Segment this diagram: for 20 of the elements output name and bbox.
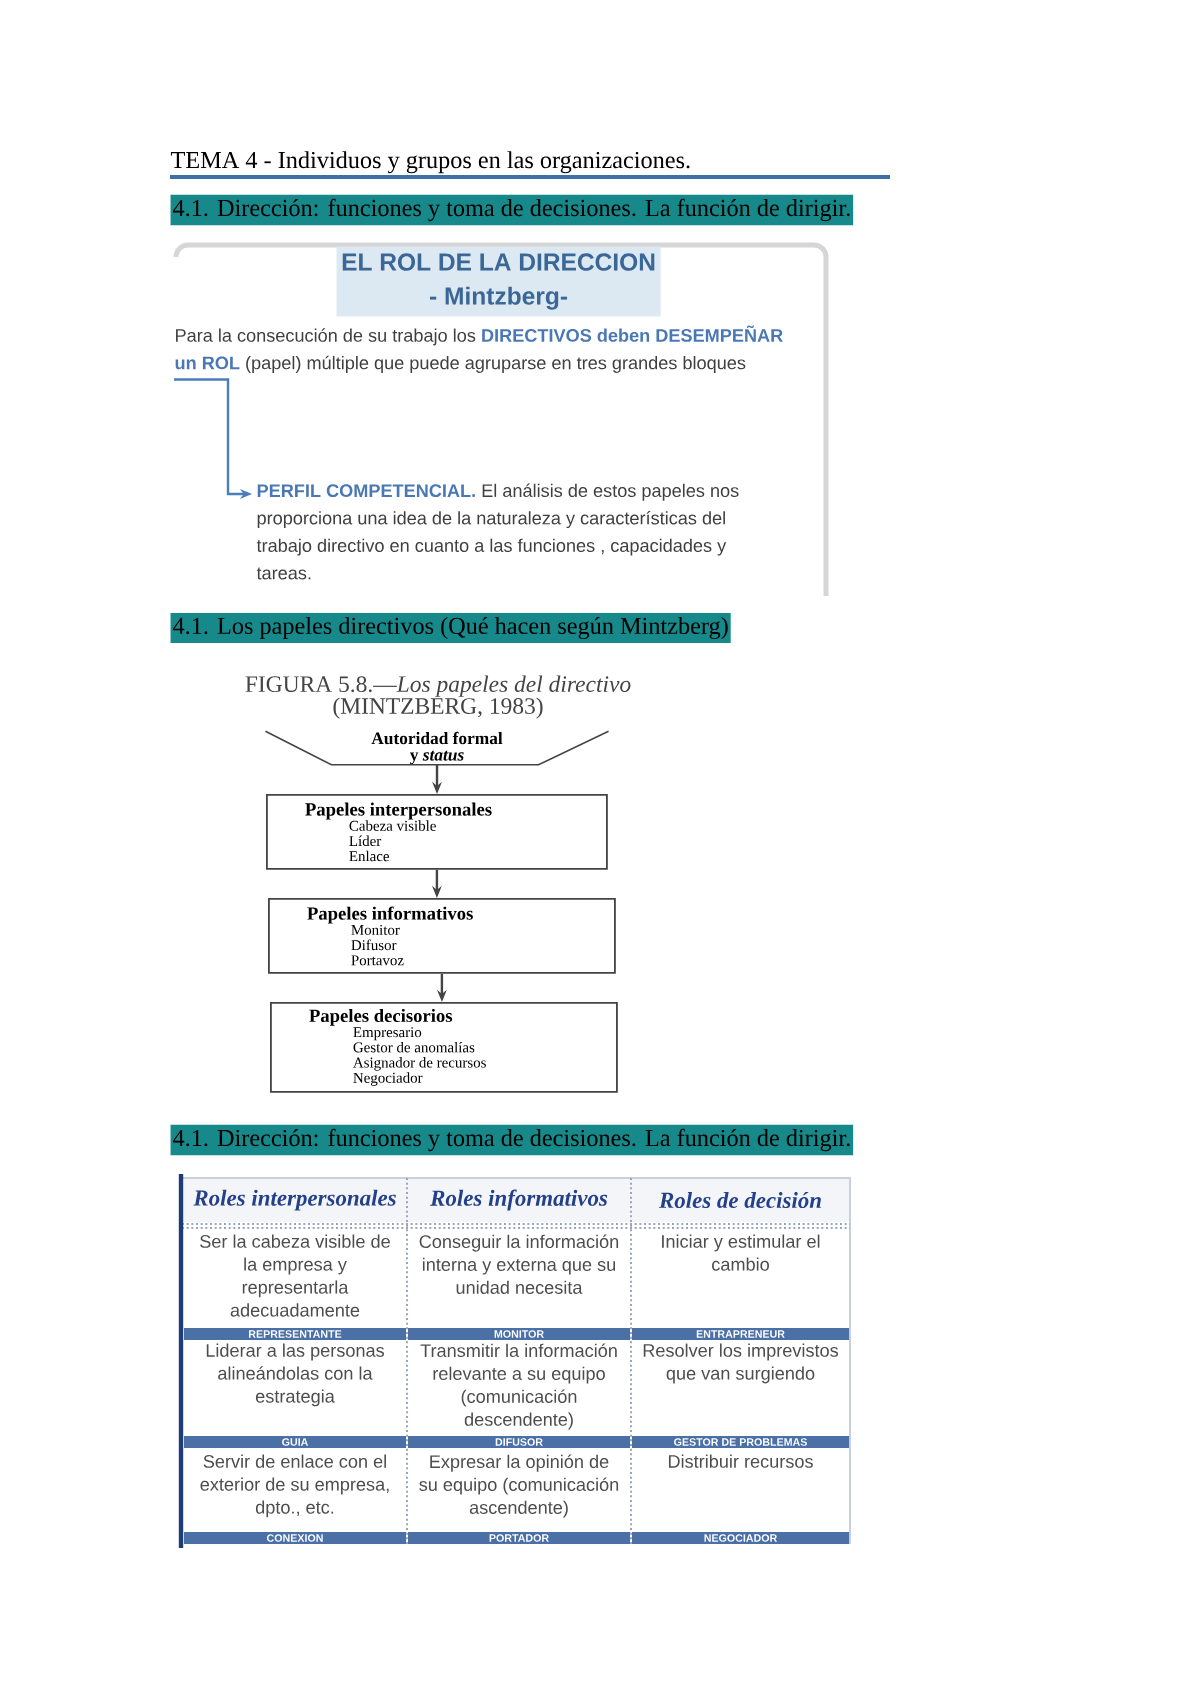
role-description: Ser la cabeza visible de la empresa y representarla adecuadamente xyxy=(200,1234,390,1317)
role-description: Liderar a las personas alineándolas con la estrategia xyxy=(206,1343,384,1407)
text-paragraph: PERFIL COMPETENCIAL. El análisis de estos papeles nos proporciona una idea de la naturaleza y características del trabajo directivo en cuanto a las funciones , capacidades y tareas. xyxy=(256,483,739,580)
heading-band: 4.1. Los papeles directivos (Qué hacen según Mintzberg) xyxy=(170,612,731,644)
heading-band: 4.1. Dirección: funciones y toma de decisiones. La función de dirigir. xyxy=(170,1124,854,1156)
role-description: Distribuir recursos xyxy=(668,1454,813,1468)
role-description: Expresar la opinión de su equipo (comunicación ascendente) xyxy=(419,1454,619,1518)
column-header: Roles informativos xyxy=(430,1189,608,1211)
role-description: Servir de enlace con el exterior de su empresa, dpto., etc. xyxy=(200,1454,389,1518)
figure-caption: FIGURA 5.8.—Los papeles del directivo (MINTZBERG, 1983) xyxy=(245,675,631,719)
column-header: Roles interpersonales xyxy=(193,1189,396,1211)
title-box: EL ROL DE LA DIRECCION - Mintzberg- xyxy=(336,246,661,317)
role-description: Conseguir la información interna y externa que su unidad necesita xyxy=(419,1234,619,1294)
role-description: Iniciar y estimular el cambio xyxy=(662,1234,820,1271)
role-description: Transmitir la información relevante a su equipo (comunicación descendente) xyxy=(420,1343,617,1430)
column-header: Roles de decisión xyxy=(658,1191,821,1209)
role-description: Resolver los imprevistos que van surgiendo xyxy=(643,1343,839,1384)
text-paragraph: Para la consecución de su trabajo los DIRECTIVOS deben DESEMPEÑAR un ROL (papel) múltiple que puede agruparse en tres grandes bloques xyxy=(175,325,783,373)
heading-band: 4.1. Dirección: funciones y toma de decisiones. La función de dirigir. xyxy=(170,194,854,226)
page-title: TEMA 4 - Individuos y grupos en las organizaciones. xyxy=(170,151,690,174)
